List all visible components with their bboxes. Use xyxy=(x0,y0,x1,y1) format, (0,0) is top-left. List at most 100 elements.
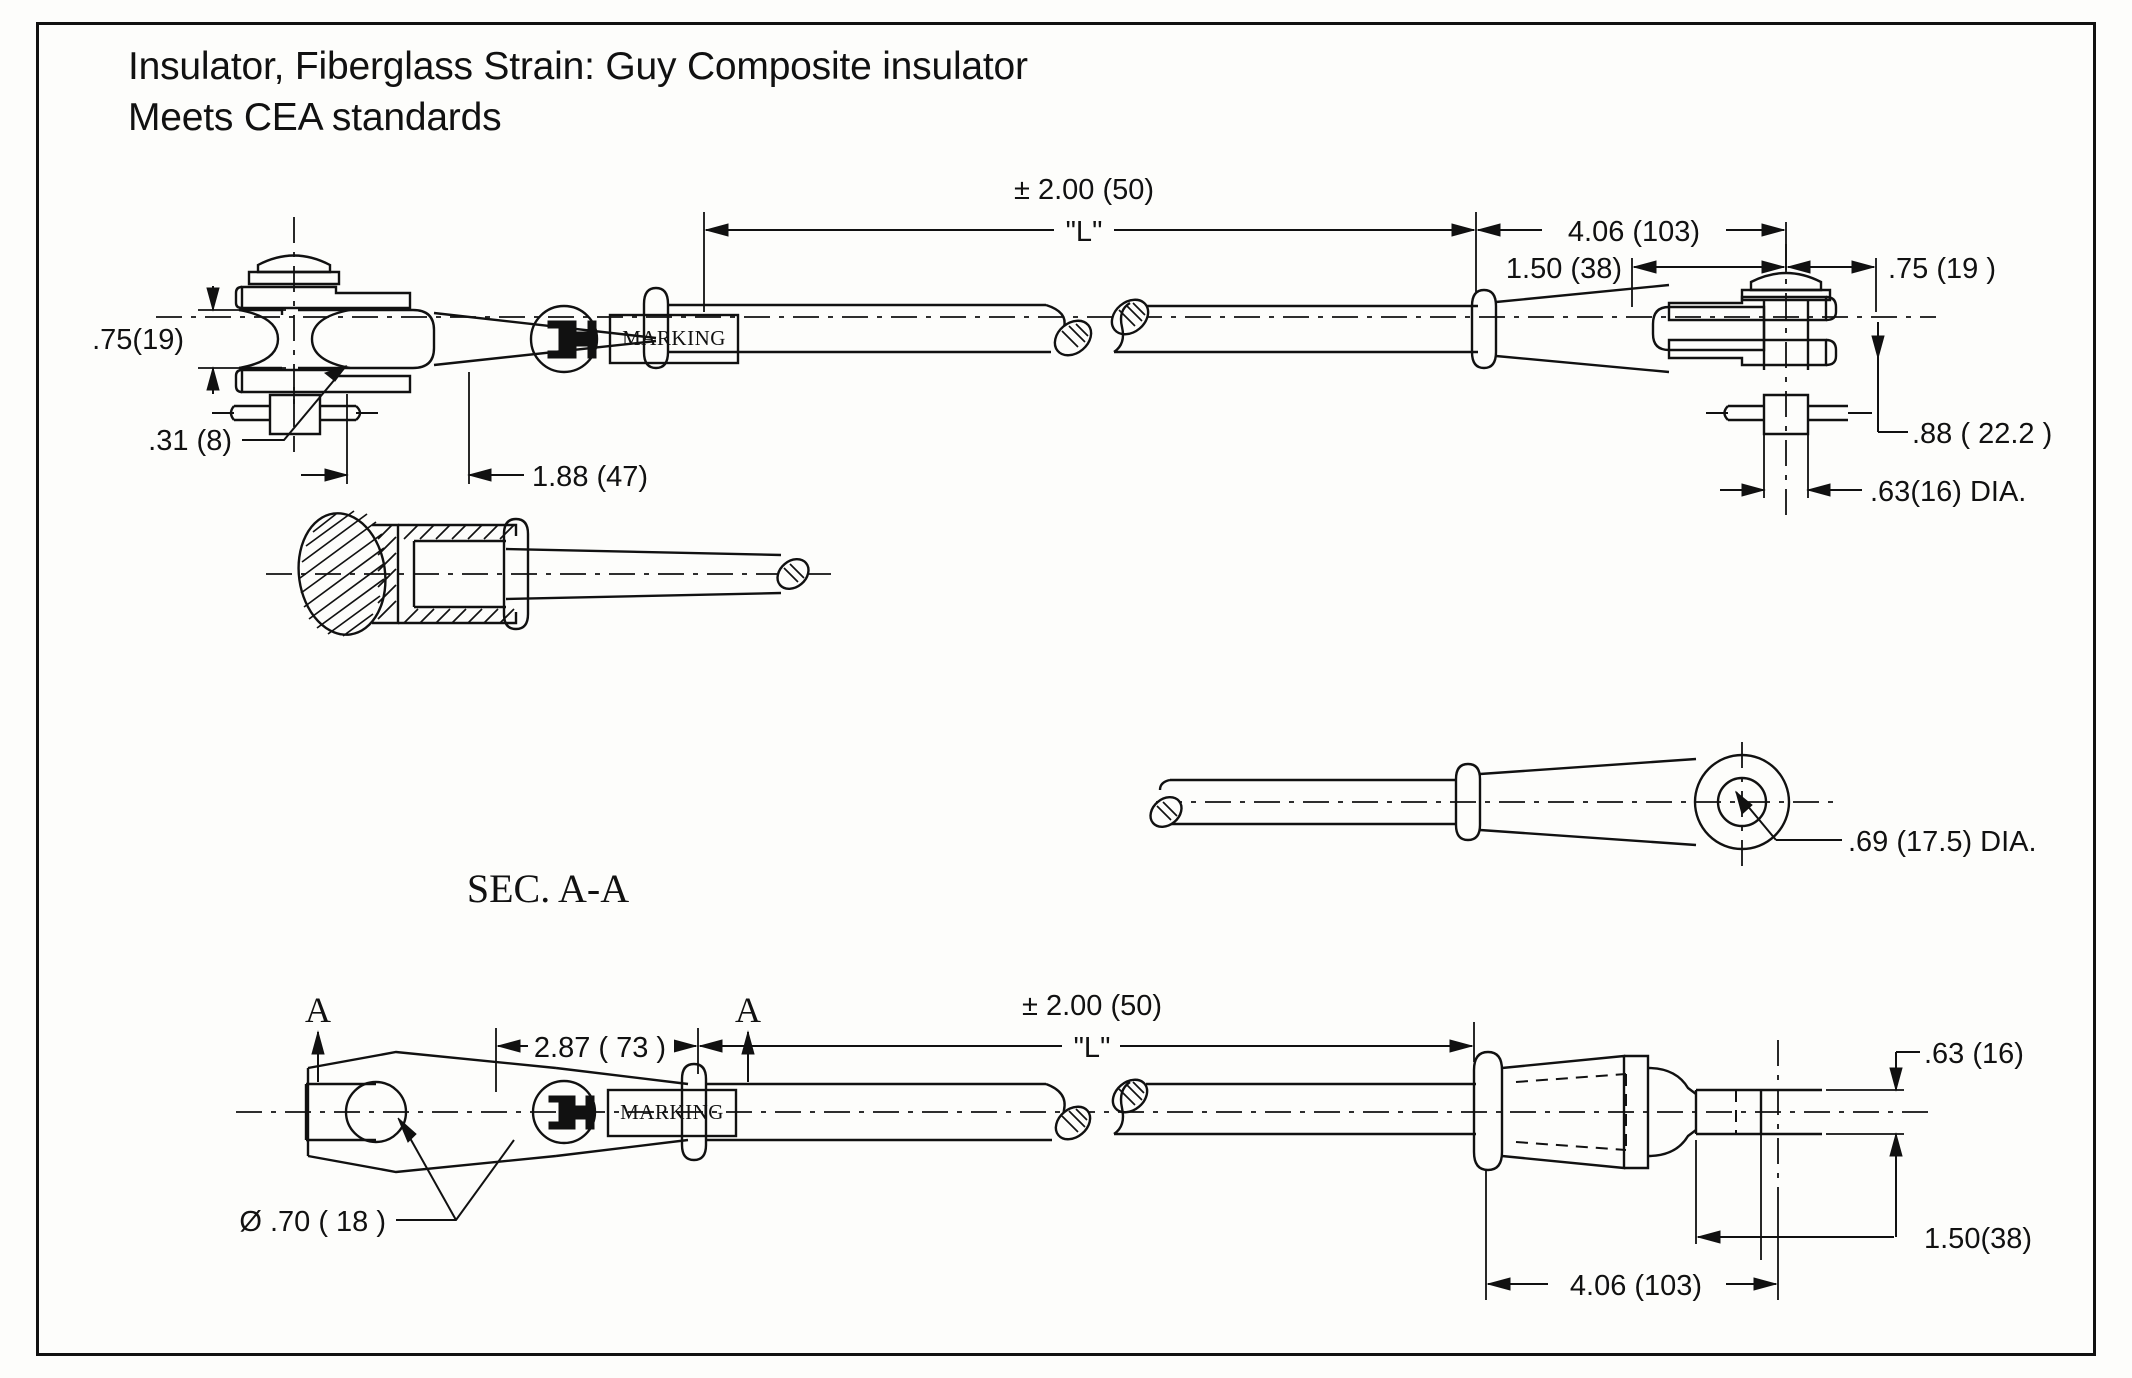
arrow-031 xyxy=(323,365,348,382)
arrow-bot150-left xyxy=(1696,1230,1721,1244)
arrow-150-left xyxy=(1632,260,1657,274)
arrow-188-left xyxy=(324,468,349,482)
eye-taper-upper xyxy=(1479,757,1697,776)
section-label: SEC. A-A xyxy=(467,866,629,911)
socket-cup-wall xyxy=(372,523,400,625)
marking-box-top xyxy=(608,313,740,365)
section-break-ellipse xyxy=(776,558,810,590)
collar-left xyxy=(642,286,670,370)
view-top-elevation: MARKING xyxy=(92,174,2052,522)
leader-031 xyxy=(242,365,347,441)
dim-top-088: .88 ( 22.2 ) xyxy=(1912,418,2052,450)
jaw-scallop-right xyxy=(310,308,351,370)
cut-arrow-A-right xyxy=(741,1030,755,1055)
section-rod-upper xyxy=(505,547,782,557)
bolt-head-dome xyxy=(256,254,332,274)
socket-upper-outer xyxy=(398,523,518,536)
rod-right-top xyxy=(1110,298,1478,354)
leader-070-line xyxy=(400,1121,457,1221)
break-ellipse-right xyxy=(1110,298,1150,336)
cup-wall-hatch xyxy=(377,524,515,624)
view-bottom-plan: MARKING xyxy=(236,990,2032,1302)
logo-circle-top xyxy=(529,304,599,374)
view-section-aa: SEC. A-A xyxy=(266,510,836,911)
dim-top-075-right: .75 (19 ) xyxy=(1888,253,1996,285)
leader-070 xyxy=(396,1139,515,1221)
bottom-right-block xyxy=(1624,1054,1650,1170)
dim-bottom-150: 1.50(38) xyxy=(1924,1223,2032,1255)
marking-label-top: MARKING xyxy=(622,326,726,350)
view-eye-end: .69 (17.5) DIA. xyxy=(1149,742,2037,870)
arrow-075r-right xyxy=(1851,260,1876,274)
arrow-075r-left xyxy=(1786,260,1811,274)
dim-botL-bg xyxy=(1062,1031,1120,1061)
title-block: Insulator, Fiberglass Strain: Guy Compos… xyxy=(128,42,1028,143)
dim-top-150: 1.50 (38) xyxy=(1506,253,1622,285)
dim-top-406: 4.06 (103) xyxy=(1568,216,1700,248)
dim-bottom-287: 2.87 ( 73 ) xyxy=(534,1032,666,1064)
dim-top-063-dia: .63(16) DIA. xyxy=(1870,476,2026,508)
bottom-rod xyxy=(706,1078,1476,1142)
bottom-break-right xyxy=(1113,1081,1131,1135)
bottom-left-taper-lower xyxy=(555,1138,689,1158)
arrow-075l-up xyxy=(206,366,220,391)
dim-bottom-length-L: "L" xyxy=(1074,1032,1111,1064)
eye-hole-circle xyxy=(1716,776,1768,828)
logo-circle-bottom xyxy=(531,1079,597,1145)
dim-bot406-bg xyxy=(1548,1269,1726,1299)
dim-top-length-L: "L" xyxy=(1066,216,1103,248)
arrow-L-left xyxy=(704,223,729,237)
upper-jaw-left-round xyxy=(234,285,243,310)
dimensions-bottom-view: 2.87 ( 73 ) "L" ± 2.00 (50) A A xyxy=(239,990,2032,1302)
technical-drawing: MARKING xyxy=(92,174,2052,1302)
arrow-L-right xyxy=(1451,223,1476,237)
lower-jaw-right xyxy=(1667,338,1828,367)
eye-break-ellipse xyxy=(1149,796,1183,828)
eye-outer-circle xyxy=(1693,753,1791,851)
bolt-washer xyxy=(247,270,341,286)
bottom-break-ellipse-left xyxy=(1054,1105,1092,1141)
dim-L-bg xyxy=(1054,215,1114,245)
title-line-1: Insulator, Fiberglass Strain: Guy Compos… xyxy=(128,45,1028,88)
marking-group-top: MARKING xyxy=(529,304,740,374)
dim-bottom-406: 4.06 (103) xyxy=(1570,1270,1702,1302)
arrow-069 xyxy=(1735,790,1753,815)
socket-dome-hatch xyxy=(299,510,386,637)
arrow-bot406-left xyxy=(1486,1277,1511,1291)
socket-dome xyxy=(297,512,387,636)
dim-bottom-dia-070: Ø .70 ( 18 ) xyxy=(239,1206,386,1238)
taper-upper-right xyxy=(1495,283,1670,304)
right-clevis-fitting xyxy=(1470,244,1872,522)
eye-collar xyxy=(1454,762,1482,842)
clevis-tongue xyxy=(350,308,436,370)
jaw-scallop-left xyxy=(238,308,280,370)
arrow-088-top-arrow xyxy=(1871,335,1885,360)
bottom-left-upper-outline xyxy=(307,1050,557,1070)
arrow-150-right xyxy=(1761,260,1786,274)
bottom-collar-right xyxy=(1472,1050,1504,1172)
bottom-right-hidden-upper xyxy=(1515,1073,1627,1083)
eye-rod-end-top xyxy=(1158,778,1171,791)
eye-break-hatch xyxy=(1156,801,1178,821)
bottom-left-eye-fitting: MARKING xyxy=(304,1050,738,1174)
section-collar xyxy=(502,517,530,631)
cut-label-A-right: A xyxy=(735,990,761,1030)
bottom-left-taper-upper xyxy=(555,1066,689,1086)
arrow-406-right xyxy=(1761,223,1786,237)
arrow-bot406-right xyxy=(1753,1277,1778,1291)
break-ellipse-left xyxy=(1053,319,1093,357)
arrow-075l-down xyxy=(206,287,220,312)
title-line-2: Meets CEA standards xyxy=(128,95,502,139)
break-symbol-right-lower xyxy=(1113,301,1131,353)
arrow-188-right xyxy=(467,468,492,482)
dim-bottom-063: .63 (16) xyxy=(1924,1038,2024,1070)
bottom-break-hatch-left xyxy=(1061,1108,1088,1133)
arrow-287-right xyxy=(673,1039,698,1053)
logo-glyph-top xyxy=(547,320,597,359)
arrow-botL-left xyxy=(698,1039,723,1053)
bottom-right-body xyxy=(1501,1054,1626,1170)
bottom-right-tongue-fitting xyxy=(1472,1040,1822,1202)
dim-287-bg xyxy=(528,1031,674,1061)
dim-eye-069-dia: .69 (17.5) DIA. xyxy=(1848,826,2037,858)
